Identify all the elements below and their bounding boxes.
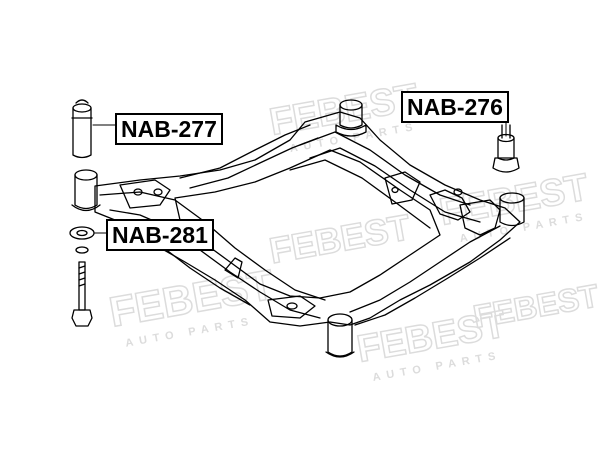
part-label-nab-277[interactable]: NAB-277 [115,113,223,145]
subframe-inner-opening [174,149,441,299]
part-nab-281-washer [69,226,95,240]
bracket-rear [267,295,316,319]
bracket-front-right [429,189,471,221]
mount-hole [391,186,399,194]
front-crossmember [299,131,471,206]
mount-hole [153,188,163,196]
front-crossmember-lower [289,159,431,229]
watermark-brand: FEBEST [266,206,413,271]
bracket-right-support [459,199,501,236]
mount-hole [133,188,143,196]
watermark-brand: FEBEST [471,277,600,334]
left-rail-lower [109,209,321,319]
mount-hole [286,302,298,310]
bushing-rear-right [499,192,525,227]
bushing-front-right [335,99,367,137]
bracket-left-mount [119,179,171,209]
mount-hole [453,188,463,196]
part-label-nab-276[interactable]: NAB-276 [401,91,509,123]
subframe-outline [94,111,521,327]
part-nab-277-bushing [71,99,93,159]
front-crossmember-edge [309,147,481,223]
bushing-front-left [71,169,101,212]
bushing-rear-left [325,313,355,358]
part-nab-276-bolt [492,124,520,173]
rear-crossmember-edge [354,237,511,326]
part-label-nab-281[interactable]: NAB-281 [106,219,214,251]
bracket-lower-stud [224,257,243,279]
part-long-bolt [71,261,93,327]
bracket-center [384,171,421,205]
left-rail [99,191,326,301]
rear-crossmember [349,225,501,313]
part-grommet [75,246,89,254]
upper-tube-edge [189,137,319,189]
upper-tube [179,124,311,179]
